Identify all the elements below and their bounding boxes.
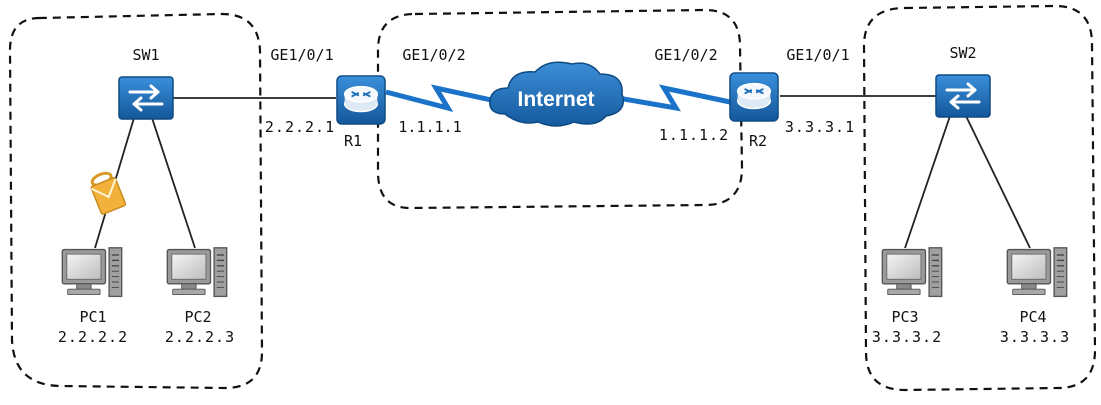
r2-lan-ip: 3.3.3.1 <box>785 118 855 136</box>
link-sw2-pc3 <box>904 115 951 249</box>
router-icon <box>729 72 779 122</box>
cloud-icon: Internet <box>489 61 624 127</box>
switch-icon <box>118 76 174 120</box>
switch-icon <box>935 74 991 118</box>
link-sw2-pc4 <box>965 115 1031 249</box>
r2-ge1-0-2-label: GE1/0/2 <box>654 46 717 64</box>
pc1-ip: 2.2.2.2 <box>58 328 128 346</box>
zone-left <box>8 12 264 390</box>
r2-ge1-0-1-label: GE1/0/1 <box>786 46 849 64</box>
r2-label: R2 <box>749 132 767 150</box>
pc-icon <box>61 247 123 298</box>
wan-link-internet-r2 <box>617 84 731 112</box>
r1-ge1-0-1-label: GE1/0/1 <box>270 46 333 64</box>
pc-icon <box>166 247 228 298</box>
r1-label: R1 <box>344 132 362 150</box>
pc3-ip: 3.3.3.2 <box>872 328 942 346</box>
pc2-ip: 2.2.2.3 <box>165 328 235 346</box>
pc-icon <box>1006 247 1068 298</box>
pc1-label: PC1 <box>79 308 106 326</box>
envelope-icon <box>90 171 127 215</box>
r1-lan-ip: 2.2.2.1 <box>265 118 335 136</box>
zone-right <box>862 4 1097 392</box>
pc2-label: PC2 <box>184 308 211 326</box>
r2-wan-ip: 1.1.1.2 <box>659 126 729 144</box>
sw2-label: SW2 <box>949 44 976 62</box>
pc-icon <box>881 247 943 298</box>
zone-internet <box>376 8 744 210</box>
pc4-label: PC4 <box>1019 308 1046 326</box>
r1-wan-ip: 1.1.1.1 <box>398 118 461 136</box>
sw1-label: SW1 <box>132 46 159 64</box>
cloud-label: Internet <box>517 88 594 111</box>
pc4-ip: 3.3.3.3 <box>1000 328 1070 346</box>
pc3-label: PC3 <box>891 308 918 326</box>
link-sw1-pc2 <box>151 117 196 249</box>
r1-ge1-0-2-label: GE1/0/2 <box>402 46 465 64</box>
router-icon <box>336 75 386 125</box>
